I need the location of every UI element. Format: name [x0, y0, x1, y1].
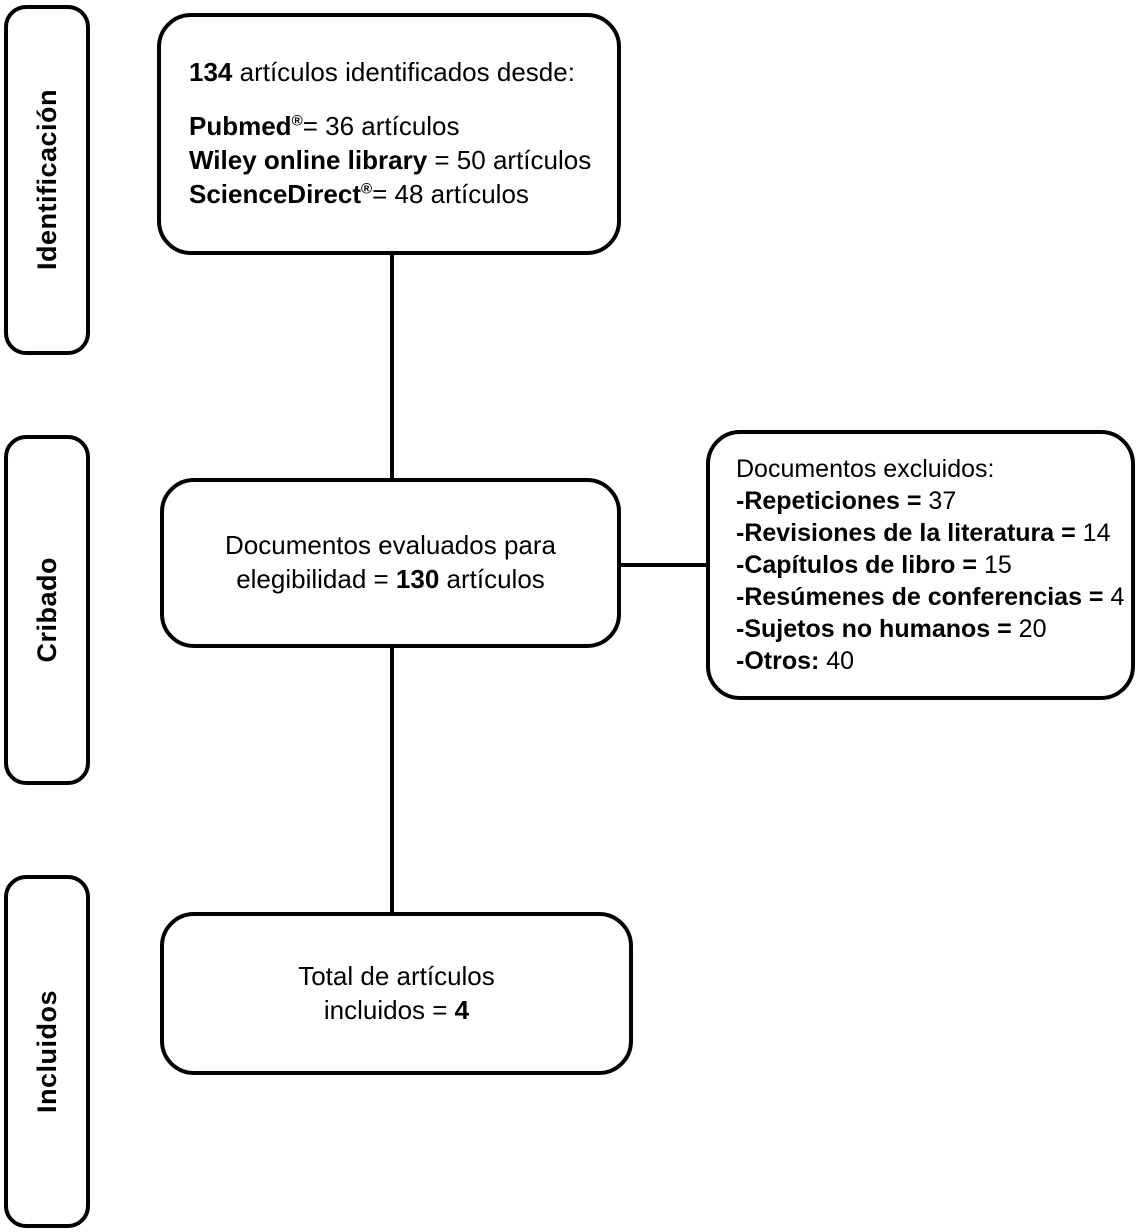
- box-excluded: Documentos excluidos: -Repeticiones = 37…: [706, 430, 1135, 700]
- source-name: Wiley online library: [189, 145, 428, 175]
- screening-count: 130: [395, 564, 440, 594]
- excluded-reason-repeticiones: -Repeticiones = 37: [736, 485, 1107, 517]
- included-line-2-prefix: incluidos =: [323, 994, 455, 1025]
- excluded-reason-revisiones: -Revisiones de la literatura = 14: [736, 517, 1111, 549]
- source-value: = 50 artículos: [427, 145, 592, 175]
- reason-value: 20: [1011, 615, 1047, 643]
- identification-heading: 134 artículos identificados desde:: [189, 56, 593, 90]
- connector-identification-to-screening: [390, 253, 394, 480]
- box-identification: 134 artículos identificados desde: Pubme…: [157, 13, 621, 255]
- reason-label: -Resúmenes de conferencias =: [736, 583, 1104, 611]
- identification-count: 134: [189, 57, 233, 88]
- excluded-reason-sujetos: -Sujetos no humanos = 20: [736, 613, 1107, 645]
- box-excluded-text: Documentos excluidos: -Repeticiones = 37…: [710, 453, 1131, 677]
- excluded-reason-otros: -Otros: 40: [736, 645, 1107, 677]
- box-screening: Documentos evaluados para elegibilidad =…: [160, 478, 621, 648]
- reason-value: 15: [977, 551, 1012, 579]
- source-row-sciencedirect: ScienceDirect®= 48 artículos: [189, 178, 593, 212]
- connector-screening-to-excluded: [618, 563, 708, 567]
- identification-heading-rest: artículos identificados desde:: [232, 57, 575, 88]
- screening-line-2-suffix: artículos: [439, 564, 545, 594]
- stage-label-cribado: Cribado: [4, 435, 90, 785]
- stage-label-incluidos: Incluidos: [4, 875, 90, 1228]
- stage-label-identificacion: Identificación: [4, 5, 90, 355]
- spacer: [189, 90, 593, 110]
- source-name: Pubmed: [189, 111, 292, 142]
- reason-value: 40: [819, 647, 855, 675]
- reason-value: 37: [921, 487, 957, 515]
- screening-line-1: Documentos evaluados para: [225, 530, 556, 561]
- excluded-reason-capitulos: -Capítulos de libro = 15: [736, 549, 1107, 581]
- connector-screening-to-included: [390, 646, 394, 914]
- included-count: 4: [454, 994, 470, 1025]
- screening-line-2: elegibilidad = 130 artículos: [188, 563, 593, 597]
- source-row-pubmed: Pubmed®= 36 artículos: [189, 110, 593, 144]
- screening-line-2-prefix: elegibilidad =: [236, 564, 396, 594]
- source-name: ScienceDirect: [189, 178, 361, 209]
- registered-mark-icon: ®: [291, 112, 303, 130]
- reason-label: -Sujetos no humanos =: [736, 615, 1012, 643]
- box-screening-text: Documentos evaluados para elegibilidad =…: [164, 529, 617, 597]
- source-value: = 48 artículos: [372, 178, 529, 209]
- reason-label: -Revisiones de la literatura =: [736, 519, 1076, 547]
- stage-label-text: Incluidos: [31, 989, 62, 1113]
- stage-label-text: Cribado: [31, 557, 62, 663]
- excluded-reason-resumenes: -Resúmenes de conferencias = 4: [736, 581, 1124, 613]
- box-included-text: Total de artículos incluidos = 4: [164, 960, 629, 1028]
- reason-value: 14: [1075, 519, 1111, 547]
- source-row-wiley: Wiley online library = 50 artículos: [189, 144, 593, 178]
- registered-mark-icon: ®: [360, 180, 373, 198]
- excluded-heading: Documentos excluidos:: [736, 455, 995, 483]
- stage-label-text: Identificación: [31, 89, 62, 271]
- reason-label: -Repeticiones =: [736, 487, 922, 515]
- source-value: = 36 artículos: [302, 111, 460, 142]
- reason-label: -Capítulos de libro =: [736, 551, 977, 579]
- included-line-2: incluidos = 4: [188, 994, 605, 1028]
- box-included: Total de artículos incluidos = 4: [160, 912, 633, 1075]
- included-line-1: Total de artículos: [298, 960, 495, 991]
- box-identification-text: 134 artículos identificados desde: Pubme…: [161, 56, 617, 211]
- reason-label: -Otros:: [736, 647, 820, 675]
- reason-value: 4: [1103, 583, 1125, 611]
